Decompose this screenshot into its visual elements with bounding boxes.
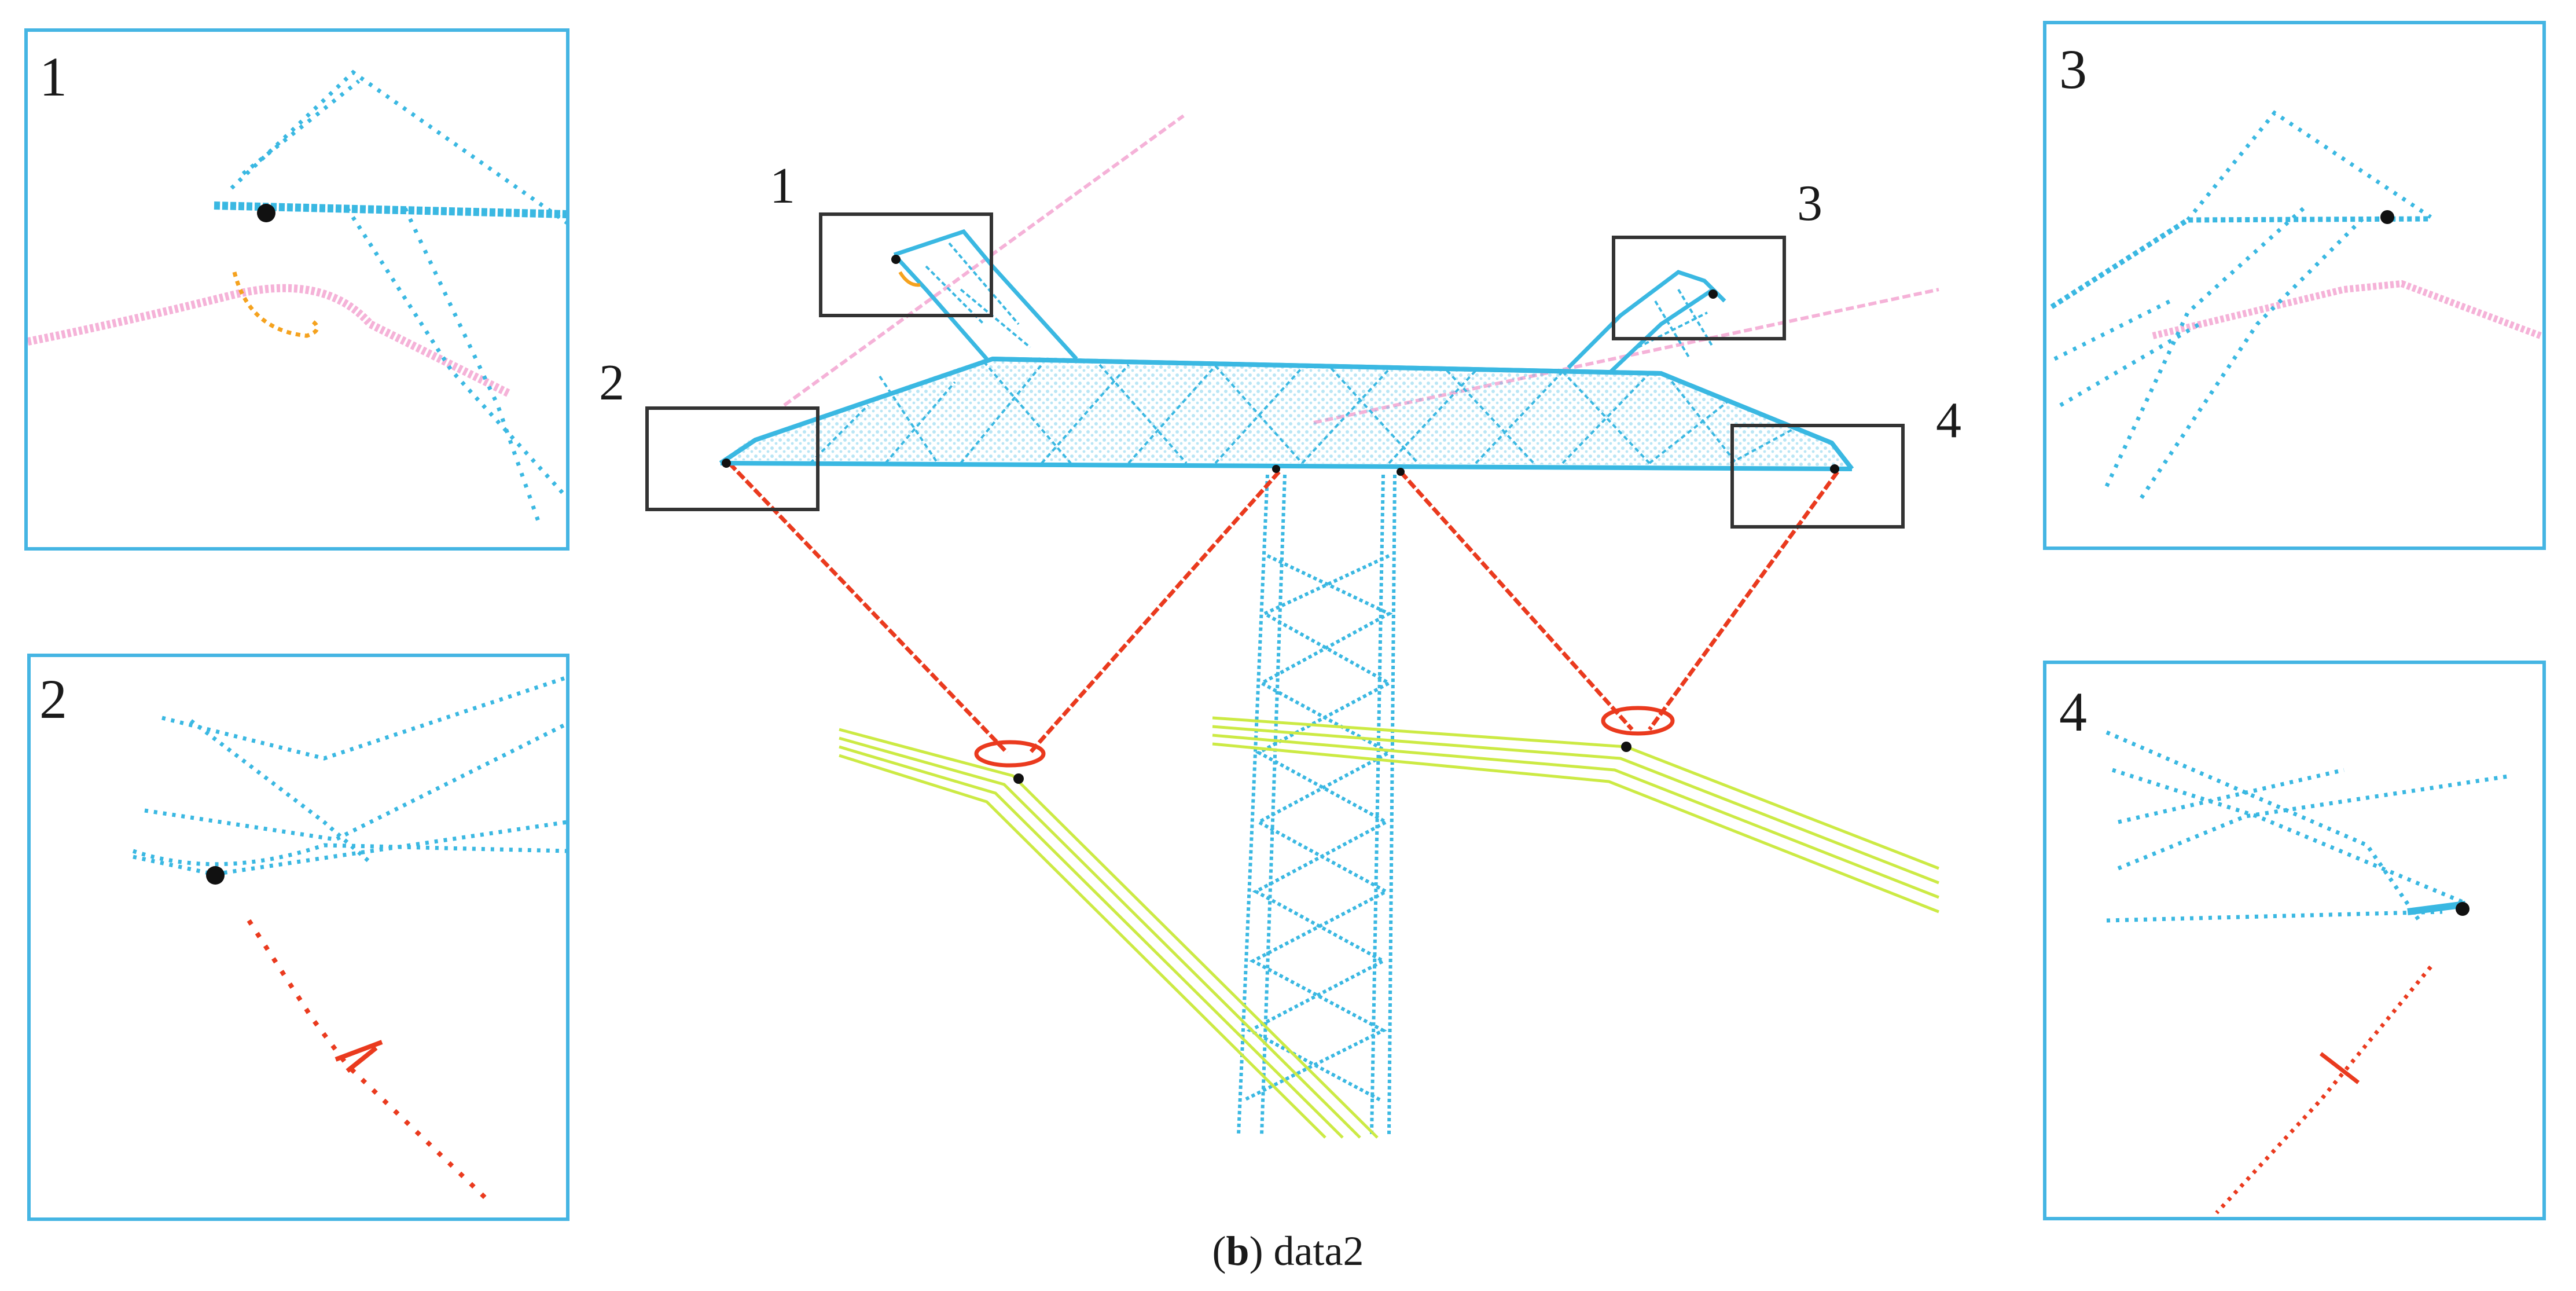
box-number-1: 1 [770,158,795,214]
right-peak [1567,270,1726,375]
inset-2-frame [27,654,569,1221]
zoom-boxes [645,212,1905,529]
zoom-box-3 [1612,236,1786,340]
central-pin [898,271,921,287]
insulator-ends [974,706,1675,768]
central-markers [722,255,1839,784]
caption-letter: b [1226,1228,1250,1274]
inset-number-4: 4 [2059,681,2087,743]
box-number-3: 3 [1797,175,1822,232]
zoom-box-1 [819,212,993,317]
zoom-box-4 [1730,424,1905,529]
inset-number-3: 3 [2059,38,2087,100]
inset-3: 3 [2043,21,2546,550]
central-scene: 1 2 3 4 [599,114,1961,1139]
inset-number-2: 2 [39,668,67,730]
caption-text: data2 [1273,1228,1364,1274]
tower-body [1237,474,1397,1135]
inset-number-1: 1 [39,46,67,108]
box-number-2: 2 [599,355,624,411]
insulator-strings [727,461,1839,754]
left-peak [892,229,1078,361]
conductors [839,716,1939,1139]
cross-arm [719,356,1854,471]
inset-4: 4 [2043,661,2546,1220]
inset-2: 2 [27,654,569,1221]
inset-1: 1 [24,28,569,551]
figure-caption: (b) data2 [1212,1228,1364,1274]
inset-4-frame [2043,661,2546,1220]
zoom-box-2 [645,406,820,511]
box-number-4: 4 [1936,393,1961,449]
